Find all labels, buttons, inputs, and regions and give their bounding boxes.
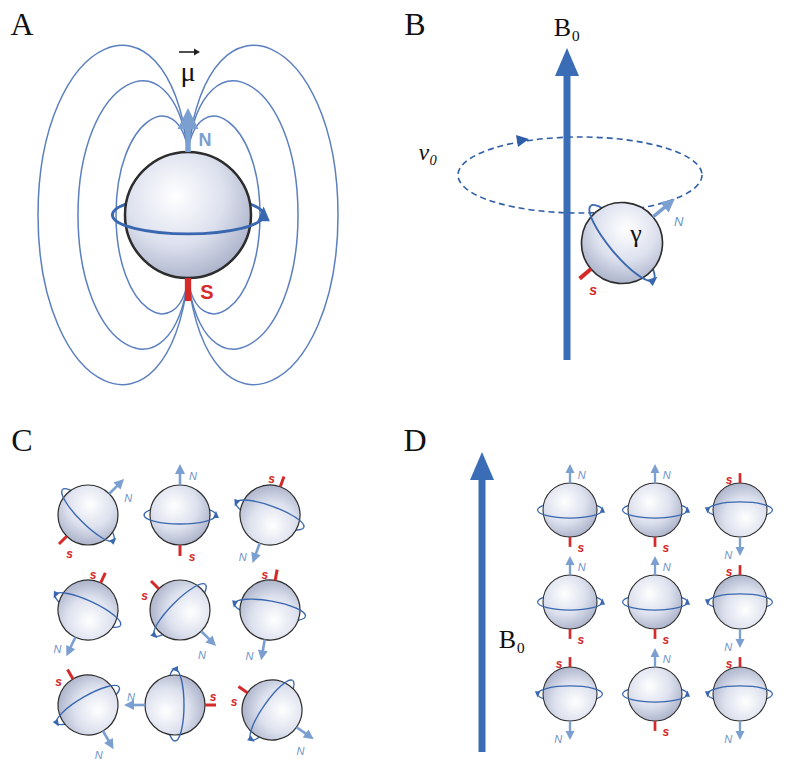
pole-label: s [577, 634, 584, 646]
spin-sphere [705, 473, 773, 556]
pole-label: s [141, 590, 148, 602]
spin-sphere [538, 556, 606, 639]
pole-label: s [662, 726, 669, 738]
field-symbol: B₀ [499, 627, 525, 653]
pole-label: s [726, 658, 733, 670]
pole-label: N [199, 131, 212, 149]
pole-label: N [724, 641, 732, 652]
pole-label: N [127, 692, 135, 703]
panel-letter: C [11, 424, 32, 456]
pole-label: N [724, 733, 732, 744]
pole-label: s [726, 566, 733, 578]
pole-label: s [577, 542, 584, 554]
pole-label: N [663, 470, 671, 481]
pole-label: s [90, 569, 97, 581]
pole-label: N [663, 654, 671, 665]
pole-label: s [662, 634, 669, 646]
pole-label: N [54, 644, 62, 655]
pole-label: N [674, 215, 683, 228]
pole-label: s [210, 691, 217, 703]
pole-label: s [726, 474, 733, 486]
panel-letter: B [404, 8, 425, 40]
pole-label: N [554, 733, 562, 744]
field-symbol: B₀ [554, 15, 580, 41]
pole-label: N [124, 493, 132, 504]
spin-sphere [538, 464, 606, 547]
vector-arrowhead [194, 49, 200, 56]
spin-sphere [548, 162, 708, 319]
moment-symbol: μ [180, 58, 195, 86]
field-arrowhead [555, 48, 579, 76]
pole-label: N [239, 551, 247, 562]
pole-label: N [663, 562, 671, 573]
field-arrow [479, 478, 486, 752]
spin-sphere [535, 657, 603, 740]
pole-label: s [261, 569, 268, 581]
gyromagnetic-symbol: γ [630, 221, 642, 247]
pole-label: s [66, 548, 73, 560]
spin-sphere [216, 463, 318, 575]
spin-sphere [34, 651, 145, 768]
pole-label: N [724, 549, 732, 560]
pole-label: N [246, 651, 254, 662]
pole-label: N [198, 650, 206, 661]
spin-sphere [123, 556, 241, 674]
pole-label: s [189, 551, 196, 563]
spin-sphere [124, 666, 216, 741]
pole-label: s [268, 473, 275, 485]
panel-letter: D [403, 424, 426, 456]
spin-sphere [623, 464, 691, 547]
spin-sphere [216, 657, 334, 771]
spin-sphere [34, 453, 152, 571]
vector-arrow [179, 51, 195, 53]
pole-label: s [231, 696, 238, 708]
spin-sphere [112, 108, 270, 301]
panel-letter: A [10, 8, 33, 40]
pole-label: s [55, 676, 62, 688]
pole-label: N [297, 745, 305, 756]
field-lines [38, 45, 338, 384]
spin-sphere [623, 648, 691, 731]
spin-sphere [623, 556, 691, 639]
frequency-symbol: ν₀ [419, 140, 438, 164]
pole-label: N [578, 562, 586, 573]
spin-sphere [705, 565, 773, 648]
pole-label: N [95, 749, 103, 760]
pole-label: s [556, 658, 563, 670]
field-arrow [564, 74, 571, 360]
spin-sphere [31, 556, 138, 671]
pole-label: S [200, 282, 213, 302]
pole-label: N [189, 471, 197, 482]
spin-sphere [144, 464, 219, 556]
field-arrowhead [470, 452, 494, 480]
spin-sphere [705, 657, 773, 740]
spin-sphere [223, 563, 313, 667]
pole-label: s [589, 283, 597, 297]
precession-arrowhead [516, 135, 529, 147]
pole-label: s [662, 542, 669, 554]
pole-label: N [578, 470, 586, 481]
